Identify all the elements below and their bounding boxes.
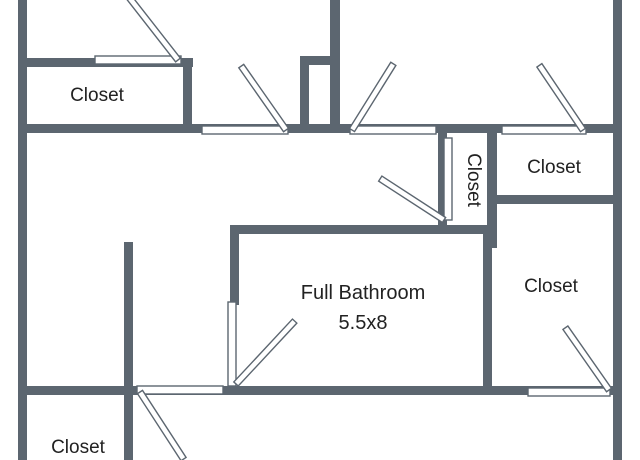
wall-top-partition-2 [300,56,309,132]
door-panel-corridor-2 [349,125,437,135]
door-panel-lower-left [136,385,224,395]
door-panel-bath [227,301,237,387]
door-panel-corridor-1 [201,125,289,135]
door-swing-lower-right [561,325,613,393]
door-swing-corridor-3 [535,62,587,133]
door-swing-corridor-1 [237,63,290,133]
wall-top-partition-3 [300,56,338,65]
wall-bath-top [230,225,497,234]
door-panel-corridor-3 [501,125,587,135]
wall-vcloset-left [438,124,447,234]
door-panel-vcloset [443,137,453,221]
label-closet-top-left: Closet [70,85,125,106]
door-swing-vcloset [377,175,447,224]
wall-top-partition-1 [330,0,340,132]
wall-corridor-stub [124,242,133,460]
label-bathroom-name: Full Bathroom [301,282,426,304]
wall-corridor-upper [18,124,622,133]
door-swing-corridor-2 [348,61,397,133]
wall-vcloset-right [487,124,497,248]
door-swing-closet-tl [121,0,182,63]
label-closet-bottom-left: Closet [51,437,106,458]
door-swing-bath [232,318,298,388]
wall-right-outer [613,0,622,460]
door-swing-lower-left [136,389,188,460]
label-closet-right-upper: Closet [527,157,582,178]
wall-closet-ru-bottom [487,195,622,204]
door-openings [94,55,611,397]
label-bathroom-size: 5.5x8 [339,312,388,334]
room-labels: Closet Closet Closet Closet Full Bathroo… [51,85,582,458]
wall-closet-tl-right [183,58,192,132]
label-closet-vertical: Closet [463,153,484,208]
label-closet-right-middle: Closet [524,276,579,297]
wall-lower [18,386,622,395]
door-panel-lower-right [527,387,611,397]
door-swings [121,0,613,460]
wall-bath-left-top [230,225,239,305]
wall-bath-right [483,225,492,395]
door-panel-closet-tl [94,55,182,65]
wall-left-outer [18,0,27,460]
